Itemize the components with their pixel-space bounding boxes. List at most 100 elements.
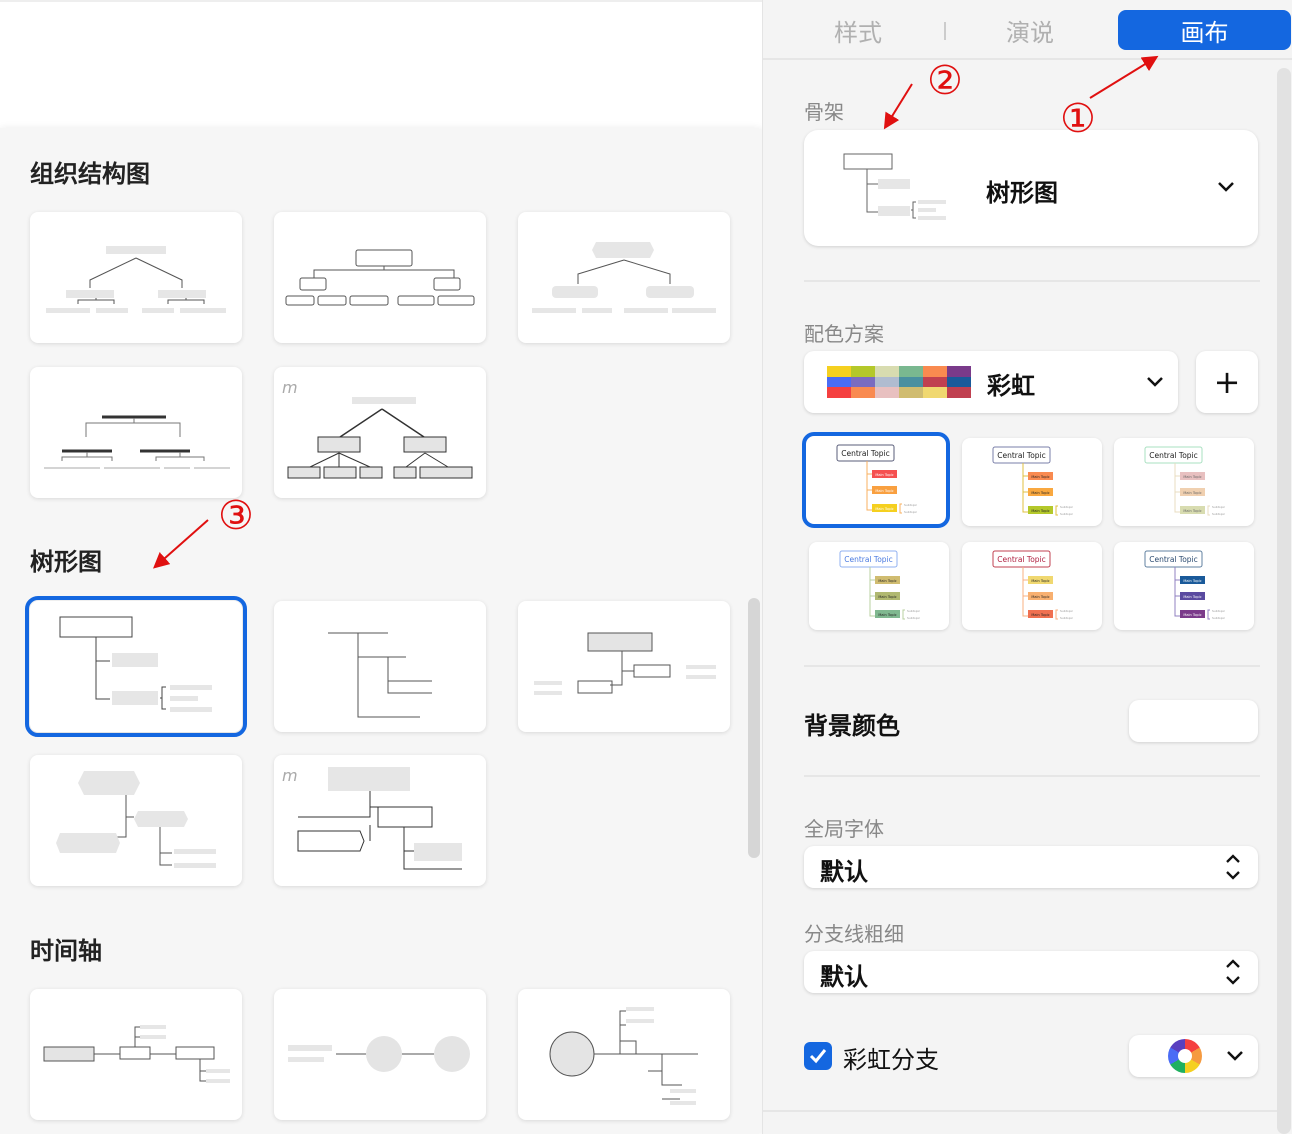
chevron-down-icon bbox=[1227, 1051, 1243, 1061]
font-label: 全局字体 bbox=[804, 817, 884, 841]
theme-main-topic: Main Topic bbox=[1031, 475, 1049, 479]
theme-main-topic: Main Topic bbox=[1183, 491, 1201, 495]
structure-tree-1-selected[interactable] bbox=[25, 596, 247, 737]
theme-main-topic: Main Topic bbox=[1183, 613, 1201, 617]
structure-timeline-2[interactable] bbox=[274, 989, 486, 1120]
theme-subtopic: Subtopic bbox=[907, 616, 920, 620]
tree-skeleton-preview-icon bbox=[843, 153, 946, 220]
font-select[interactable]: 默认 bbox=[804, 846, 1258, 888]
theme-main-topic: Main Topic bbox=[1031, 579, 1049, 583]
palette-swatch bbox=[851, 366, 875, 377]
tab-style[interactable]: 样式 bbox=[834, 18, 882, 47]
theme-subtopic: Subtopic bbox=[1060, 512, 1073, 516]
theme-central-topic: Central Topic bbox=[997, 451, 1046, 460]
tab-presentation[interactable]: 演说 bbox=[1006, 18, 1054, 47]
color-wheel-icon bbox=[1168, 1039, 1202, 1073]
palette-swatch bbox=[899, 387, 923, 398]
theme-main-topic: Main Topic bbox=[1031, 595, 1049, 599]
palette-swatch bbox=[923, 366, 947, 377]
structure-tree-4[interactable] bbox=[30, 755, 242, 886]
theme-central-topic: Central Topic bbox=[844, 555, 893, 564]
svg-text:m: m bbox=[282, 766, 298, 785]
palette-swatch bbox=[947, 366, 971, 377]
popup-scrollbar[interactable] bbox=[748, 598, 760, 858]
theme-subtopic: Subtopic bbox=[1212, 505, 1225, 509]
palette-swatch bbox=[827, 376, 851, 388]
tab-canvas[interactable]: 画布 bbox=[1118, 10, 1291, 50]
theme-main-topic: Main Topic bbox=[875, 473, 893, 477]
theme-main-topic: Main Topic bbox=[878, 613, 896, 617]
divider bbox=[804, 280, 1260, 282]
theme-main-topic: Main Topic bbox=[878, 579, 896, 583]
theme-central-topic: Central Topic bbox=[997, 555, 1046, 564]
structure-timeline-3[interactable] bbox=[518, 989, 730, 1120]
rainbow-palette-preview bbox=[827, 366, 971, 398]
theme-main-topic: Main Topic bbox=[1031, 509, 1049, 513]
annotation-3: ③ bbox=[218, 493, 254, 539]
palette-swatch bbox=[851, 376, 875, 388]
palette-swatch bbox=[851, 387, 875, 398]
theme-subtopic: Subtopic bbox=[1060, 609, 1073, 613]
color-scheme-label: 配色方案 bbox=[804, 322, 884, 346]
panel-scrollbar[interactable] bbox=[1277, 68, 1291, 1134]
structure-tree-3[interactable] bbox=[518, 601, 730, 732]
section-title-tree: 树形图 bbox=[30, 548, 102, 576]
background-color-swatch[interactable] bbox=[1129, 700, 1258, 742]
structure-org-2[interactable] bbox=[274, 212, 486, 343]
theme-subtopic: Subtopic bbox=[904, 503, 917, 507]
palette-swatch bbox=[827, 387, 851, 398]
section-title-timeline: 时间轴 bbox=[30, 937, 102, 965]
theme-main-topic: Main Topic bbox=[1031, 491, 1049, 495]
rainbow-branch-checkbox[interactable] bbox=[804, 1042, 832, 1070]
updown-chevron-icon bbox=[1226, 854, 1240, 880]
structure-timeline-1[interactable] bbox=[30, 989, 242, 1120]
palette-swatch bbox=[827, 366, 851, 377]
format-panel: 样式 演说 画布 骨架 树形图 配色方案 彩虹 + Central Topic … bbox=[762, 0, 1292, 1134]
structure-org-4[interactable] bbox=[30, 367, 242, 498]
palette-swatch bbox=[923, 376, 947, 388]
theme-central-topic: Central Topic bbox=[1149, 555, 1198, 564]
rainbow-branch-color-dropdown[interactable] bbox=[1129, 1035, 1258, 1077]
color-scheme-value: 彩虹 bbox=[987, 372, 1035, 400]
divider bbox=[804, 775, 1260, 777]
palette-swatch bbox=[875, 366, 899, 377]
add-color-scheme-button[interactable]: + bbox=[1196, 351, 1258, 413]
palette-swatch bbox=[923, 387, 947, 398]
theme-subtopic: Subtopic bbox=[1212, 609, 1225, 613]
branch-width-select[interactable]: 默认 bbox=[804, 951, 1258, 993]
color-scheme-dropdown[interactable]: 彩虹 bbox=[804, 351, 1178, 413]
theme-main-topic: Main Topic bbox=[1183, 509, 1201, 513]
section-title-org: 组织结构图 bbox=[30, 160, 150, 188]
structure-org-5-hand-drawn[interactable]: m bbox=[274, 367, 486, 498]
theme-subtopic: Subtopic bbox=[907, 609, 920, 613]
annotation-2: ② bbox=[927, 58, 963, 104]
structure-org-1[interactable] bbox=[30, 212, 242, 343]
palette-swatch bbox=[947, 376, 971, 388]
theme-subtopic: Subtopic bbox=[904, 510, 917, 514]
background-color-label: 背景颜色 bbox=[804, 712, 900, 740]
svg-text:m: m bbox=[282, 378, 298, 397]
skeleton-label: 骨架 bbox=[804, 100, 844, 124]
palette-swatch bbox=[875, 376, 899, 388]
theme-main-topic: Main Topic bbox=[875, 489, 893, 493]
structure-tree-5-hand-drawn[interactable]: m bbox=[274, 755, 486, 886]
branch-width-value: 默认 bbox=[820, 963, 868, 991]
skeleton-dropdown[interactable]: 树形图 bbox=[804, 130, 1258, 246]
divider bbox=[763, 1110, 1277, 1112]
structure-tree-2[interactable] bbox=[274, 601, 486, 732]
palette-swatch bbox=[899, 366, 923, 377]
structure-org-3[interactable] bbox=[518, 212, 730, 343]
panel-tabs: 样式 演说 画布 bbox=[763, 0, 1292, 60]
palette-swatch bbox=[875, 387, 899, 398]
chevron-down-icon bbox=[1218, 182, 1234, 192]
branch-width-label: 分支线粗细 bbox=[804, 922, 904, 946]
palette-swatch bbox=[947, 387, 971, 398]
divider bbox=[804, 665, 1260, 667]
theme-subtopic: Subtopic bbox=[1212, 512, 1225, 516]
